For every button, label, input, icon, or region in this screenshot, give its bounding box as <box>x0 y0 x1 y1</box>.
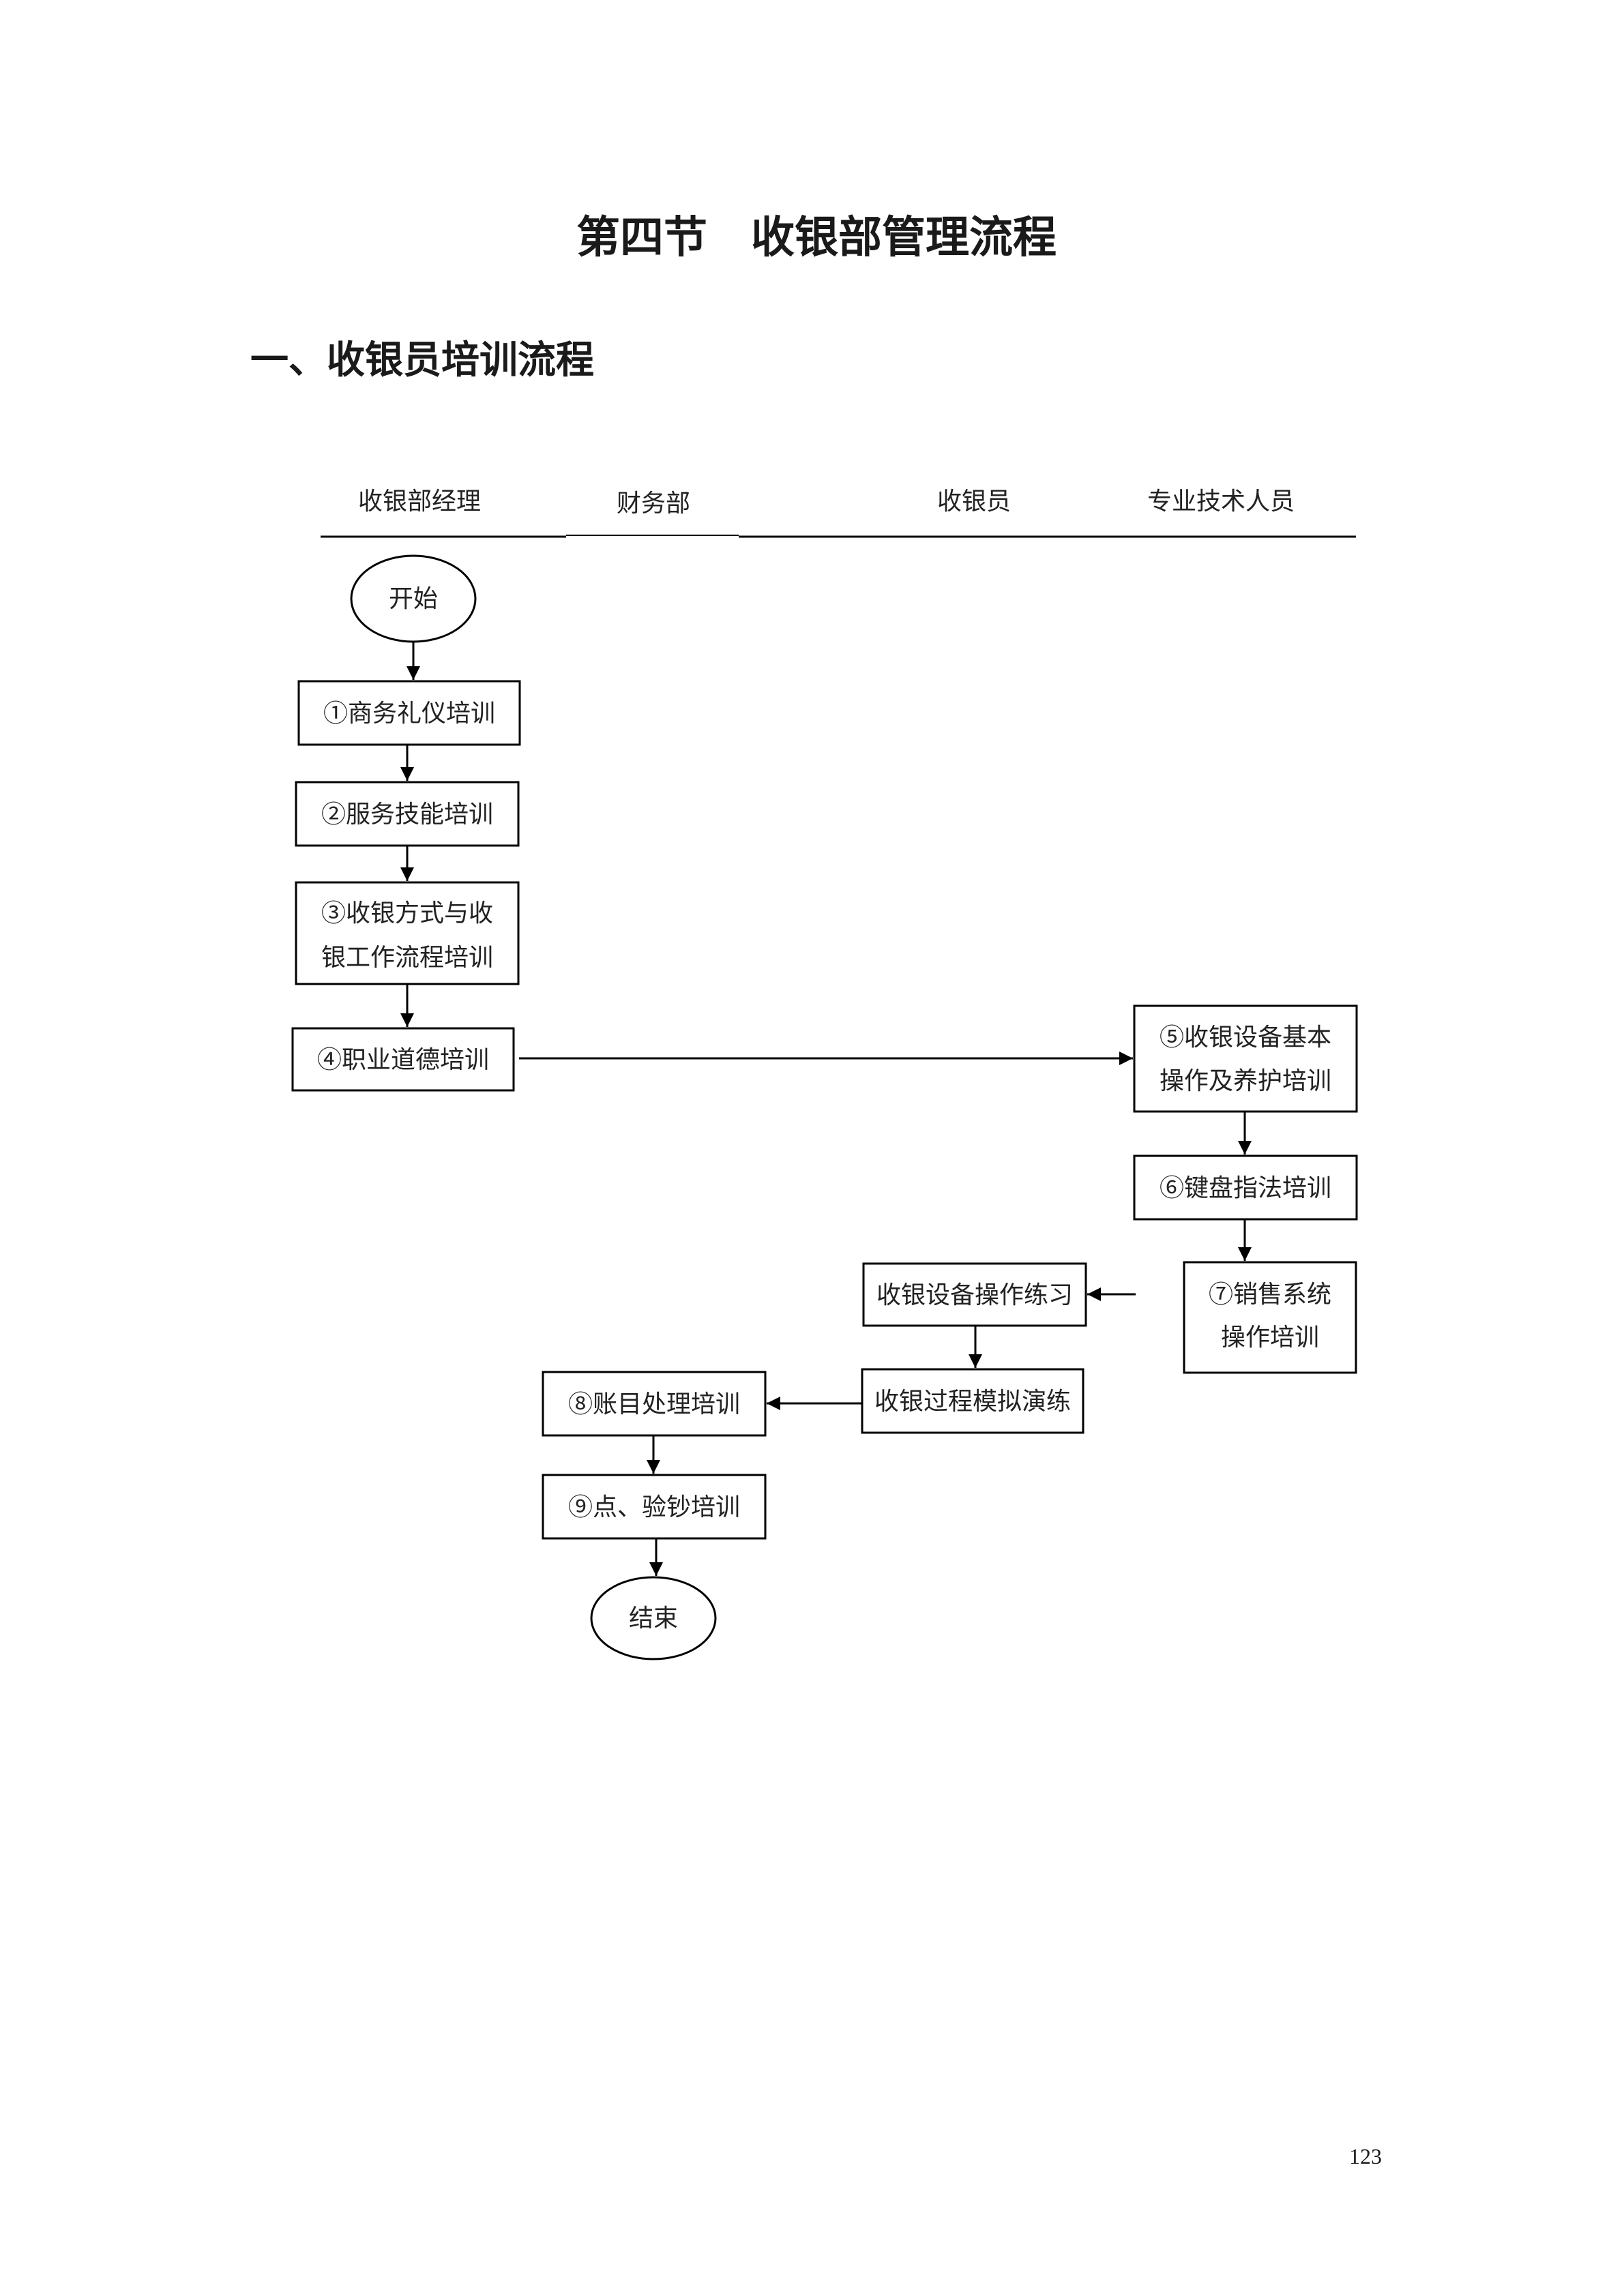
process-box <box>291 1027 515 1092</box>
section-heading: 一、收银员培训流程 <box>250 338 594 383</box>
process-box <box>542 1474 767 1540</box>
node-checkout-simulation-drill: 收银过程模拟演练 <box>861 1368 1084 1434</box>
node-label-line-2: 银工作流程培训 <box>321 944 493 971</box>
node-label-line-1: ⑦销售系统 <box>1209 1281 1331 1308</box>
node-label: ①商务礼仪培训 <box>323 700 495 727</box>
node-start: 开始 <box>350 554 477 643</box>
process-box <box>297 680 521 746</box>
process-box <box>542 1371 767 1437</box>
node-label: ④职业道德培训 <box>317 1046 489 1073</box>
process-box <box>295 881 520 985</box>
page-title: 第四节 收银部管理流程 <box>576 212 1057 263</box>
process-box <box>1183 1261 1357 1374</box>
node-label-line-1: ⑤收银设备基本 <box>1160 1024 1331 1051</box>
node-label-line-2: 操作及养护培训 <box>1160 1067 1331 1094</box>
node-equipment-maintenance-training: ⑤收银设备基本 操作及养护培训 <box>1133 1004 1358 1113</box>
page-number: 123 <box>1349 2144 1382 2168</box>
node-business-etiquette-training: ①商务礼仪培训 <box>297 680 521 746</box>
process-box <box>1133 1004 1358 1113</box>
node-label: ②服务技能培训 <box>321 801 493 828</box>
node-label: ⑨点、验钞培训 <box>568 1493 740 1521</box>
node-cash-counting-verification-training: ⑨点、验钞培训 <box>542 1474 767 1540</box>
lane-label-cashier: 收银员 <box>937 488 1011 515</box>
node-professional-ethics-training: ④职业道德培训 <box>291 1027 515 1092</box>
node-label: 收银过程模拟演练 <box>874 1388 1071 1415</box>
node-equipment-operation-practice: 收银设备操作练习 <box>862 1262 1087 1327</box>
node-service-skills-training: ②服务技能培训 <box>295 781 520 847</box>
lane-label-cashier-manager: 收银部经理 <box>358 488 481 515</box>
lane-label-technician: 专业技术人员 <box>1147 488 1295 515</box>
node-label: ⑥键盘指法培训 <box>1160 1174 1331 1202</box>
end-terminal-shape <box>590 1576 717 1660</box>
node-cashier-methods-training: ③收银方式与收 银工作流程培训 <box>295 881 520 985</box>
node-label: ⑧账目处理培训 <box>568 1390 740 1418</box>
lane-header: 收银部经理 财务部 收银员 专业技术人员 <box>321 488 1356 538</box>
node-label-line-2: 操作培训 <box>1221 1324 1319 1351</box>
node-end: 结束 <box>590 1576 717 1660</box>
node-label: 收银设备操作练习 <box>876 1281 1073 1309</box>
node-accounts-handling-training: ⑧账目处理培训 <box>542 1371 767 1437</box>
process-box <box>295 781 520 847</box>
node-sales-system-training: ⑦销售系统 操作培训 <box>1183 1261 1357 1374</box>
process-box <box>861 1368 1084 1434</box>
node-label: 结束 <box>629 1605 678 1632</box>
node-label-line-1: ③收银方式与收 <box>321 899 493 927</box>
node-keyboard-fingering-training: ⑥键盘指法培训 <box>1133 1154 1358 1221</box>
lane-label-finance: 财务部 <box>617 490 690 517</box>
node-label: 开始 <box>389 585 438 612</box>
connectors <box>400 642 1252 1576</box>
